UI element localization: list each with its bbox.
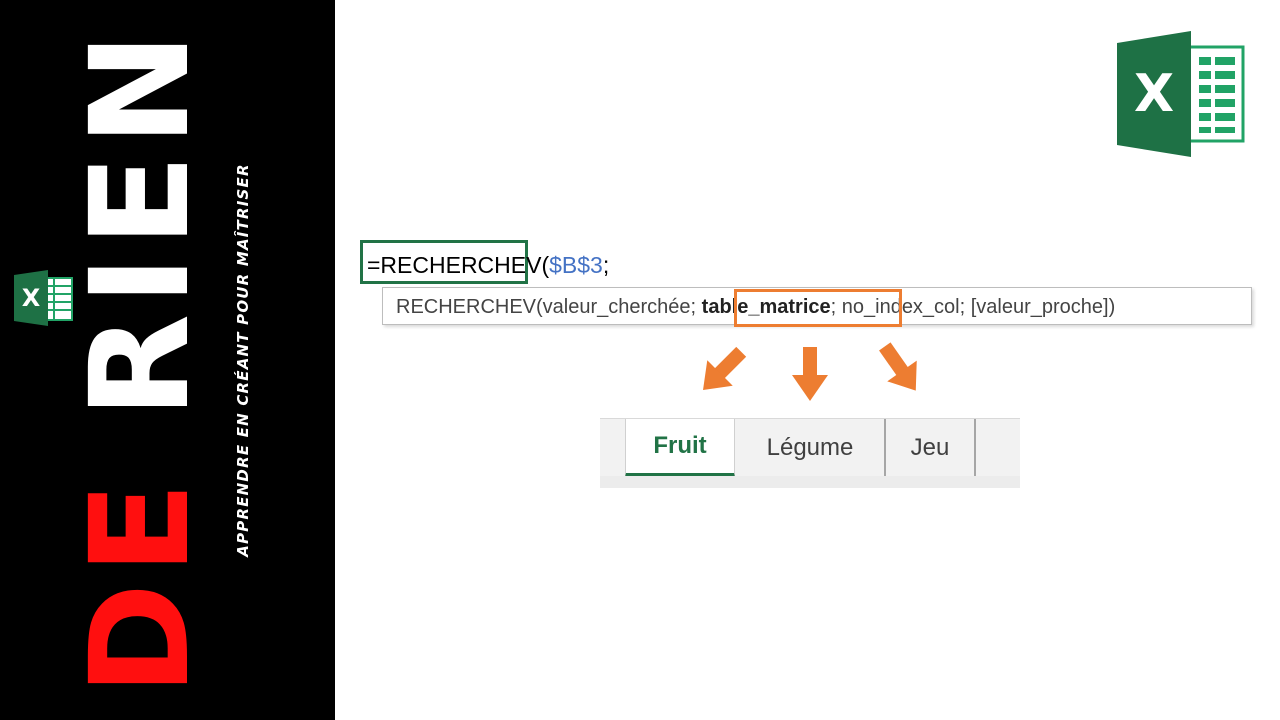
svg-text:X: X [1134, 64, 1174, 124]
formula-suffix: ; [602, 252, 610, 278]
brand-tagline: Apprendre en créant pour maîtriser [234, 163, 252, 557]
arrow-down-right-icon [879, 342, 917, 391]
excel-icon: X [14, 270, 73, 326]
sheet-tab-fruit[interactable]: Fruit [625, 419, 735, 477]
formula-reference: $B$3 [549, 252, 603, 278]
sheet-tabs-shadow [600, 476, 1020, 488]
formula-text[interactable]: =RECHERCHEV($B$3; [367, 252, 609, 279]
svg-text:X: X [22, 284, 41, 312]
arrow-down-left-icon [703, 346, 747, 390]
branding-band: DE RIEN Apprendre en créant pour maîtris… [0, 0, 335, 720]
active-cell[interactable] [360, 240, 528, 284]
argument-highlight-box [734, 289, 902, 327]
formula-prefix: =RECHERCHEV( [367, 252, 550, 278]
arrows-group [703, 342, 917, 401]
brand-title: DE RIEN [62, 24, 220, 695]
brand-title-rien: RIEN [62, 24, 220, 419]
arrow-down-icon [792, 347, 828, 401]
tooltip-current-argument[interactable]: table_matrice [701, 296, 831, 318]
tooltip-before: RECHERCHEV(valeur_cherchée; [396, 296, 702, 318]
brand-title-de: DE [62, 473, 220, 696]
sheet-tab-jeu[interactable]: Jeu [886, 419, 976, 477]
excel-icon: X [1117, 31, 1245, 157]
sheet-tab-legume[interactable]: Légume [736, 419, 886, 477]
